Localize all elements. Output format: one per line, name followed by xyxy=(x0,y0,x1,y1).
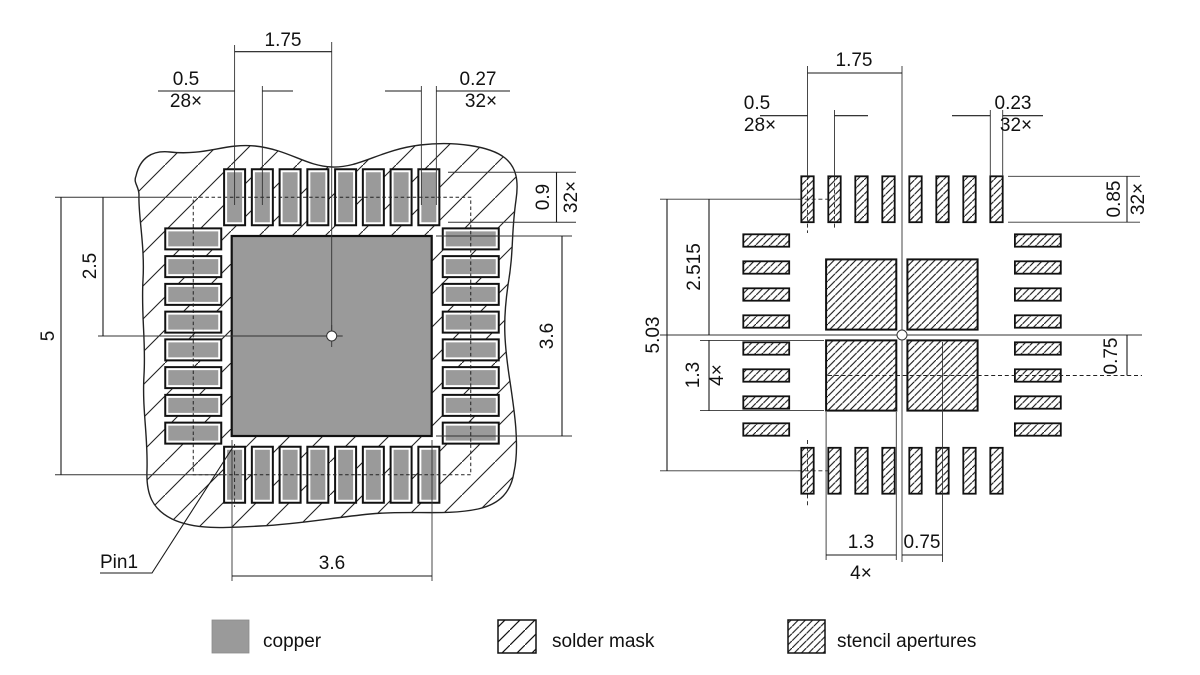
dim-thermal-height: 3.6 xyxy=(537,323,558,349)
stencil-aperture xyxy=(854,175,869,224)
copper-pad xyxy=(445,314,496,330)
stencil-aperture xyxy=(989,175,1004,224)
dim-pitch-count: 28× xyxy=(744,115,776,136)
stencil-aperture xyxy=(962,446,977,495)
stencil-thermal-apertures xyxy=(825,258,979,412)
copper-pad xyxy=(168,342,219,358)
stencil-apertures xyxy=(742,175,1062,495)
dim-half-height: 2.5 xyxy=(80,253,101,279)
dim-aperture-length-count: 32× xyxy=(1128,183,1149,215)
legend-stencil-apertures-label: stencil apertures xyxy=(837,631,976,652)
stencil-aperture xyxy=(881,175,896,224)
stencil-aperture xyxy=(1014,314,1062,329)
stencil-aperture xyxy=(742,395,791,410)
stencil-aperture xyxy=(1014,341,1062,356)
stencil-view: 1.75 0.5 28× 0.23 32× 0.85 32× 2.515 5.0… xyxy=(643,50,1149,584)
stencil-aperture xyxy=(989,446,1004,495)
dim-aperture-width-value: 0.23 xyxy=(995,93,1032,114)
dim-pitch-count: 28× xyxy=(170,91,202,112)
stencil-aperture xyxy=(1014,422,1062,437)
dim-full-height: 5 xyxy=(38,331,59,342)
stencil-aperture xyxy=(742,260,791,275)
solder-mask-swatch xyxy=(497,619,537,654)
stencil-thermal-aperture xyxy=(906,258,979,331)
stencil-aperture xyxy=(742,233,791,248)
dim-aperture-row-span: 1.75 xyxy=(836,50,873,71)
dim-pad-width-count: 32× xyxy=(465,91,497,112)
stencil-aperture xyxy=(742,287,791,302)
copper-pad xyxy=(421,172,437,223)
dim-pad-length-count: 32× xyxy=(561,181,582,213)
copper-swatch xyxy=(211,619,250,654)
dim-pad-length-value: 0.9 xyxy=(533,184,554,210)
dim-thermal-width: 3.6 xyxy=(319,553,345,574)
dimension-lines xyxy=(61,52,562,576)
copper-pad xyxy=(445,259,496,275)
dim-full-height: 5.03 xyxy=(643,317,664,354)
copper-pad xyxy=(338,172,354,223)
dim-square-offset-right: 0.75 xyxy=(1101,338,1122,375)
copper-pad xyxy=(282,449,298,500)
dim-square-count-bottom: 4× xyxy=(850,563,872,584)
stencil-apertures-swatch xyxy=(787,619,826,654)
center-crosshair xyxy=(326,330,338,342)
stencil-aperture xyxy=(908,446,923,495)
copper-pad xyxy=(365,449,381,500)
dim-square-size-left: 1.3 xyxy=(683,362,704,388)
dim-pitch-value: 0.5 xyxy=(744,93,770,114)
stencil-aperture xyxy=(742,314,791,329)
stencil-aperture xyxy=(935,175,950,224)
copper-pad xyxy=(282,172,298,223)
dim-square-count-left: 4× xyxy=(707,364,728,386)
extension-lines xyxy=(660,66,1142,562)
extension-lines xyxy=(55,45,576,581)
pin1-label: Pin1 xyxy=(100,552,138,573)
stencil-aperture xyxy=(742,368,791,383)
stencil-aperture xyxy=(1014,233,1062,248)
pin1-leader-line xyxy=(100,446,234,574)
stencil-aperture xyxy=(1014,287,1062,302)
dim-half-height: 2.515 xyxy=(684,243,705,291)
copper-pad xyxy=(168,397,219,413)
legend-solder-mask-label: solder mask xyxy=(552,631,655,652)
land-pattern-view: 1.75 0.5 28× 0.27 32× 0.9 32× 2.5 5 3.6 … xyxy=(38,30,582,581)
dim-aperture-width-count: 32× xyxy=(1000,115,1032,136)
legend: copper solder mask stencil apertures xyxy=(211,619,976,654)
legend-copper-label: copper xyxy=(263,631,322,652)
dim-aperture-length-value: 0.85 xyxy=(1104,181,1125,218)
stencil-aperture xyxy=(742,341,791,356)
stencil-aperture xyxy=(881,446,896,495)
dim-square-offset-bottom: 0.75 xyxy=(904,532,941,553)
stencil-aperture xyxy=(827,446,842,495)
stencil-aperture xyxy=(854,446,869,495)
copper-pad xyxy=(421,449,437,500)
dim-pad-width-value: 0.27 xyxy=(460,69,497,90)
copper-pad xyxy=(445,397,496,413)
stencil-thermal-aperture xyxy=(825,258,898,331)
center-crosshair xyxy=(896,329,908,341)
stencil-aperture xyxy=(1014,395,1062,410)
stencil-aperture xyxy=(962,175,977,224)
dim-square-size-bottom: 1.3 xyxy=(848,532,874,553)
stencil-aperture xyxy=(908,175,923,224)
copper-pad xyxy=(168,259,219,275)
dimension-lines xyxy=(667,73,1127,555)
dim-pad-row-span: 1.75 xyxy=(265,30,302,51)
stencil-aperture xyxy=(742,422,791,437)
stencil-aperture xyxy=(1014,260,1062,275)
dim-pitch-value: 0.5 xyxy=(173,69,199,90)
